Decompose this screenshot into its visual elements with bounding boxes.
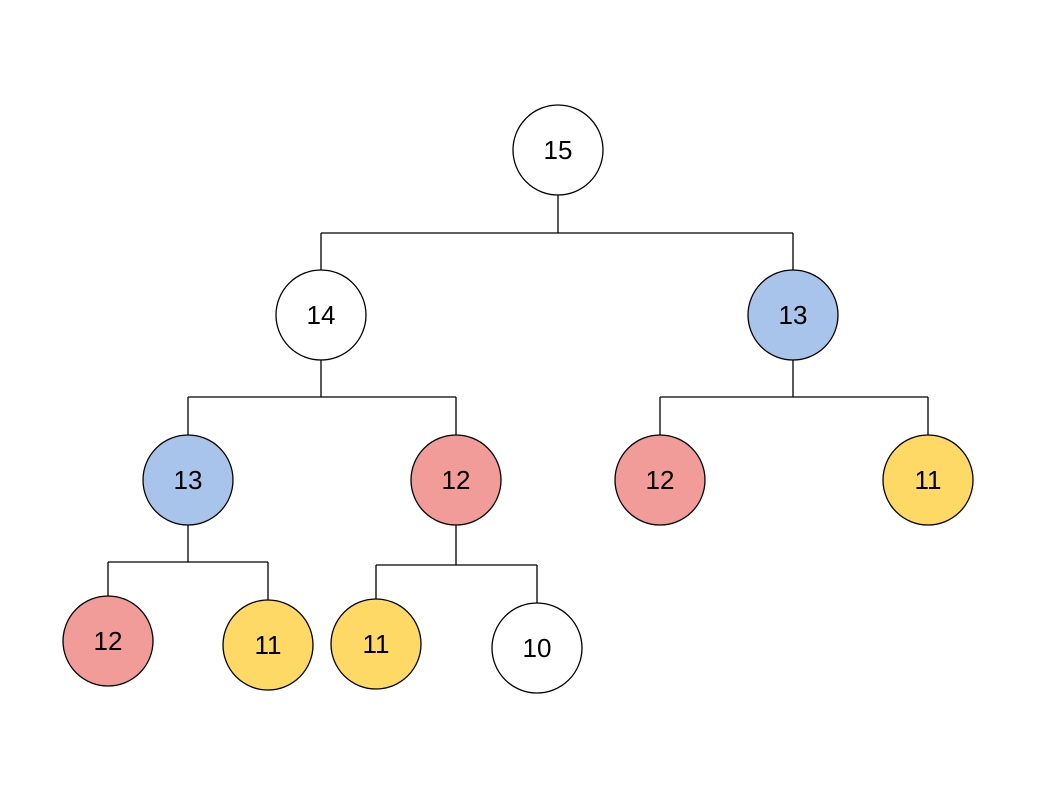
node-circle: [142, 434, 234, 526]
node-circle: [222, 599, 314, 691]
tree-node-n12r: 12: [614, 434, 706, 526]
tree-node-n13l: 13: [142, 434, 234, 526]
node-circle: [330, 598, 422, 690]
node-label: 10: [523, 633, 552, 663]
tree-node-n11r: 11: [882, 434, 974, 526]
node-circle: [410, 434, 502, 526]
node-label: 12: [442, 465, 471, 495]
node-label: 12: [646, 465, 675, 495]
node-circle: [62, 595, 154, 687]
tree-node-n13r: 13: [747, 269, 839, 361]
tree-node-n12m: 12: [410, 434, 502, 526]
tree-node-n14: 14: [275, 269, 367, 361]
node-circle: [882, 434, 974, 526]
node-label: 11: [363, 629, 390, 659]
tree-node-n10: 10: [491, 602, 583, 694]
node-label: 13: [779, 300, 808, 330]
tree-node-n11lr: 11: [222, 599, 314, 691]
node-label: 11: [915, 465, 942, 495]
nodes-layer: 15 14 13 13 12 12 11 12 11 11 10: [62, 104, 974, 694]
tree-node-n11ml: 11: [330, 598, 422, 690]
node-label: 13: [174, 465, 203, 495]
node-label: 15: [544, 135, 573, 165]
node-label: 14: [307, 300, 336, 330]
tree-node-n12ll: 12: [62, 595, 154, 687]
node-circle: [275, 269, 367, 361]
node-circle: [747, 269, 839, 361]
edges-layer: [107, 195, 929, 603]
node-label: 12: [94, 626, 123, 656]
tree-node-n15: 15: [512, 104, 604, 196]
node-circle: [614, 434, 706, 526]
node-circle: [512, 104, 604, 196]
node-label: 11: [255, 630, 282, 660]
node-circle: [491, 602, 583, 694]
